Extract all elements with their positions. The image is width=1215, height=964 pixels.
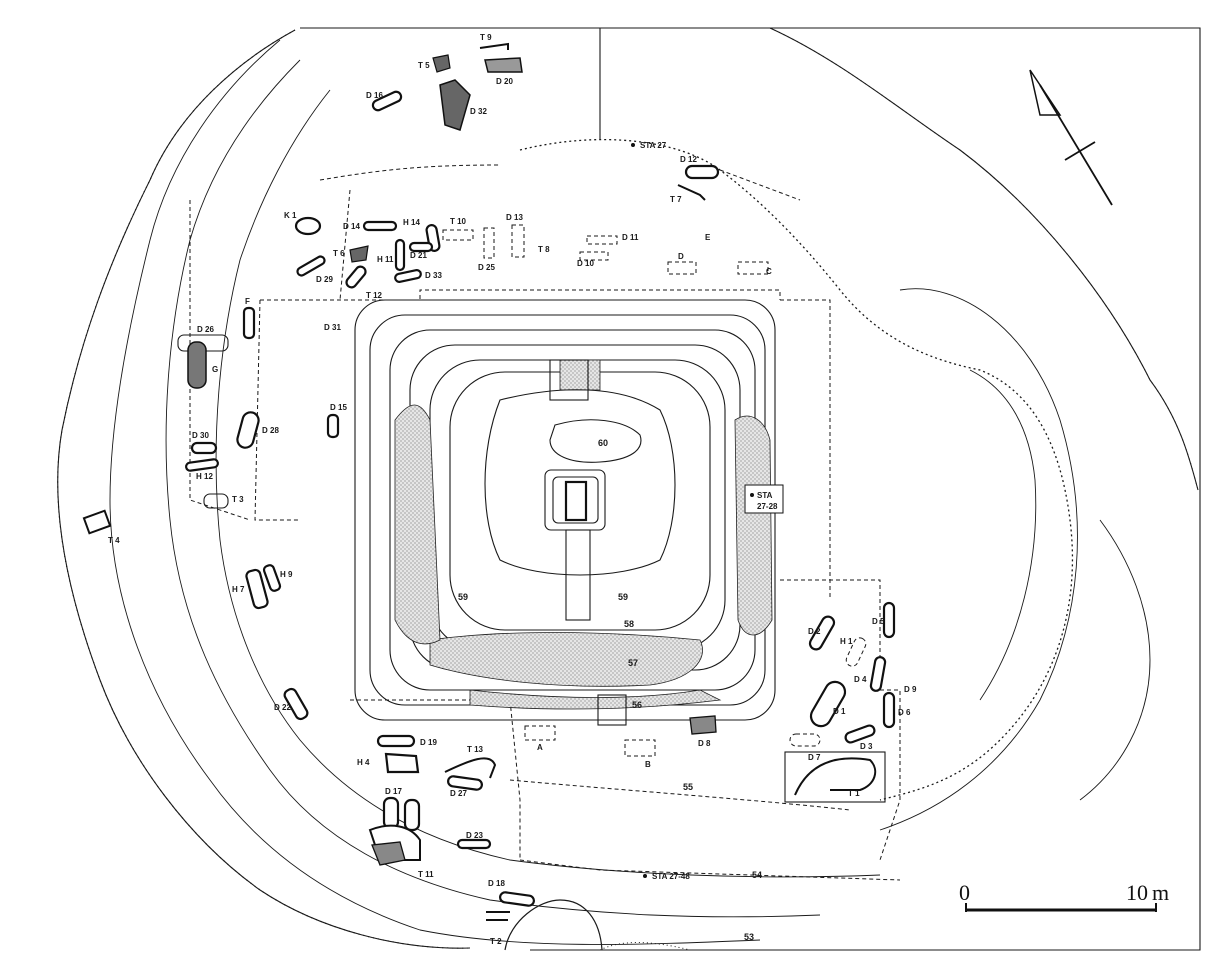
feature-label: D 12	[680, 155, 697, 164]
feature-label: T 3	[232, 495, 244, 504]
svg-text:59: 59	[618, 592, 628, 602]
feature-label: D 16	[366, 91, 383, 100]
inner-slope	[519, 138, 1074, 801]
feature-labels: T 9 T 5 D 20 D 16 D 32 D 12 T 7 K 1 D 14…	[108, 33, 917, 946]
stippled-band-south	[429, 632, 703, 687]
feature-label: D 25	[478, 263, 495, 272]
feature-label: D 29	[316, 275, 333, 284]
north-arrow-icon	[1029, 69, 1113, 206]
area-label: A	[537, 743, 543, 752]
station-label: STA 27-48	[652, 872, 690, 881]
feature-label: D 2	[808, 627, 821, 636]
feature-label: D 1	[833, 707, 846, 716]
svg-text:58: 58	[624, 619, 634, 629]
svg-text:55: 55	[683, 782, 693, 792]
feature-label: D 4	[854, 675, 867, 684]
feature-label: H 14	[403, 218, 420, 227]
feature-label: D 22	[274, 703, 291, 712]
feature-label: H 4	[357, 758, 370, 767]
feature-label: T 8	[538, 245, 550, 254]
area-label: G	[212, 365, 218, 374]
feature-label: D 23	[466, 831, 483, 840]
scale-unit-label: m	[1152, 880, 1169, 905]
svg-text:60: 60	[598, 438, 608, 448]
feature-label: D 10	[577, 259, 594, 268]
feature-label: T 1	[848, 789, 860, 798]
feature-label: T 10	[450, 217, 467, 226]
scale-start-label: 0	[959, 880, 970, 905]
svg-text:59: 59	[458, 592, 468, 602]
east-slope	[769, 27, 1199, 491]
feature-label: D 6	[898, 708, 911, 717]
feature-label: D 20	[496, 77, 513, 86]
feature-label: T 5	[418, 61, 430, 70]
feature-label: T 6	[333, 249, 345, 258]
feature-label: T 4	[108, 536, 120, 545]
svg-text:54: 54	[752, 870, 762, 880]
feature-label: K 1	[284, 211, 297, 220]
area-label: C	[766, 267, 772, 276]
feature-label: D 17	[385, 787, 402, 796]
svg-text:56: 56	[632, 700, 642, 710]
station-label: 27-28	[757, 502, 778, 511]
feature-label: D 28	[262, 426, 279, 435]
feature-label: D 31	[324, 323, 341, 332]
feature-label: T 2	[490, 937, 502, 946]
area-label: B	[645, 760, 651, 769]
feature-label: T 12	[366, 291, 383, 300]
feature-label: T 13	[467, 745, 484, 754]
station-markers: STA 27 STA 27-28 STA 27-48	[631, 141, 784, 881]
feature-label: D 7	[808, 753, 821, 762]
feature-label: D 3	[860, 742, 873, 751]
area-label: E	[705, 233, 711, 242]
feature-label: H 11	[377, 255, 394, 264]
station-label: STA	[757, 491, 773, 500]
feature-label: H 1	[840, 637, 853, 646]
feature-label: D 5	[872, 617, 885, 626]
feature-label: H 7	[232, 585, 245, 594]
feature-label: D 27	[450, 789, 467, 798]
scale-end-label: 10	[1126, 880, 1148, 905]
svg-text:57: 57	[628, 658, 638, 668]
feature-label: D 33	[425, 271, 442, 280]
south-mound	[504, 899, 603, 951]
feature-label: T 7	[670, 195, 682, 204]
feature-label: D 21	[410, 251, 427, 260]
feature-label: D 30	[192, 431, 209, 440]
feature-label: D 32	[470, 107, 487, 116]
feature-label: D 9	[904, 685, 917, 694]
feature-label: D 11	[622, 233, 639, 242]
feature-label: D 8	[698, 739, 711, 748]
feature-label: D 19	[420, 738, 437, 747]
scale-bar: 0 10 m	[959, 880, 1169, 912]
feature-label: D 14	[343, 222, 360, 231]
area-label: D	[678, 252, 684, 261]
feature-label: T 11	[418, 870, 434, 879]
feature-label: D 15	[330, 403, 347, 412]
svg-text:53: 53	[744, 932, 754, 942]
feature-label: D 13	[506, 213, 523, 222]
excavated-features	[82, 42, 896, 921]
feature-label: D 18	[488, 879, 505, 888]
feature-label: T 9	[480, 33, 492, 42]
feature-label: H 12	[196, 472, 213, 481]
feature-label: D 26	[197, 325, 214, 334]
excavation-boundary	[300, 27, 1201, 951]
feature-label: H 9	[280, 570, 293, 579]
station-label: STA 27	[640, 141, 667, 150]
area-label: F	[245, 297, 250, 306]
